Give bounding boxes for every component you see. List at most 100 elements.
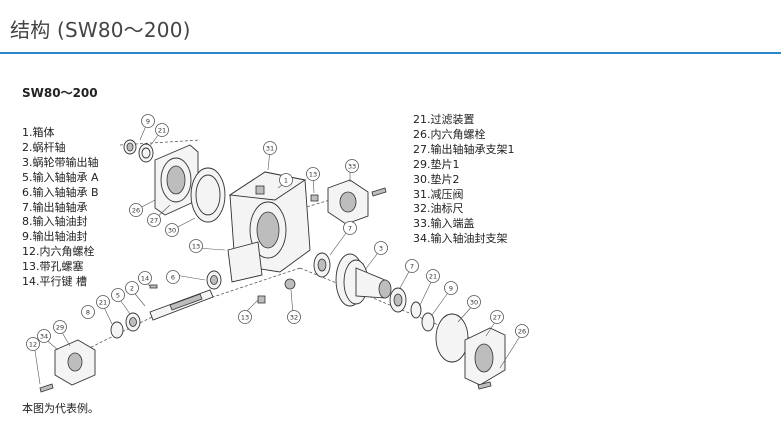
- legend-item: 3.蜗轮带输出轴: [22, 155, 99, 169]
- legend-item: 8.输入轴油封: [22, 215, 88, 229]
- legend-item: 5.输入轴轴承 A: [22, 170, 99, 184]
- diagram-subtitle: SW80～200: [22, 86, 98, 100]
- callout-21: 21: [155, 123, 169, 137]
- svg-text:30: 30: [168, 227, 176, 235]
- svg-text:21: 21: [158, 127, 166, 135]
- legend-item: 30.垫片2: [413, 172, 460, 186]
- callout-21-right: 21: [426, 269, 440, 283]
- plug-13-bottom: [257, 295, 266, 304]
- bolt-12: [371, 187, 387, 197]
- key-14: [149, 284, 158, 289]
- callout-29: 29: [53, 320, 67, 334]
- worm-wheel-3: [335, 253, 392, 307]
- svg-text:13: 13: [309, 171, 317, 179]
- callout-27-right: 27: [490, 310, 504, 324]
- svg-text:7: 7: [348, 225, 352, 233]
- callout-7-left: 7: [343, 221, 357, 235]
- callout-13-top: 13: [306, 167, 320, 181]
- callout-26: 26: [129, 203, 143, 217]
- svg-text:1: 1: [284, 177, 288, 185]
- svg-text:21: 21: [99, 299, 107, 307]
- input-cover-33: [327, 179, 369, 225]
- legend-item: 31.减压阀: [413, 187, 464, 201]
- svg-text:14: 14: [141, 275, 149, 283]
- legend-item: 32.油标尺: [413, 202, 464, 216]
- callout-13-mid: 13: [189, 239, 203, 253]
- svg-text:7: 7: [410, 263, 414, 271]
- input-seal-support-34: [54, 339, 96, 386]
- legend-item: 26.内六角螺栓: [413, 127, 486, 141]
- svg-text:27: 27: [150, 217, 158, 225]
- parts-legend-left: 1.箱体 2.蜗杆轴 3.蜗轮带输出轴 5.输入轴轴承 A 6.输入轴轴承 B …: [22, 126, 99, 290]
- legend-item: 13.带孔螺塞: [22, 260, 84, 274]
- svg-text:32: 32: [290, 314, 298, 322]
- filter-21: [138, 143, 154, 163]
- legend-item: 2.蜗杆轴: [22, 140, 66, 154]
- callout-31: 31: [263, 141, 277, 155]
- callout-34: 34: [37, 329, 51, 343]
- legend-item: 1.箱体: [22, 126, 55, 139]
- svg-text:29: 29: [56, 324, 64, 332]
- svg-text:34: 34: [40, 333, 48, 341]
- legend-item: 21.过滤装置: [413, 113, 475, 126]
- svg-text:13: 13: [192, 243, 200, 251]
- callout-9: 9: [141, 114, 155, 128]
- callout-7-right: 7: [405, 259, 419, 273]
- housing-1: [227, 171, 311, 283]
- callout-27: 27: [147, 213, 161, 227]
- callout-8: 8: [81, 305, 95, 319]
- legend-item: 29.垫片1: [413, 157, 460, 171]
- input-seal-8: [110, 321, 124, 339]
- callout-21-input: 21: [96, 295, 110, 309]
- callout-1: 1: [279, 173, 293, 187]
- svg-text:9: 9: [449, 285, 453, 293]
- svg-text:30: 30: [470, 299, 478, 307]
- callout-30-right: 30: [467, 295, 481, 309]
- legend-item: 6.输入轴轴承 B: [22, 185, 99, 199]
- svg-text:9: 9: [146, 118, 150, 126]
- callout-2: 2: [125, 281, 139, 295]
- svg-text:13: 13: [241, 314, 249, 322]
- svg-text:8: 8: [86, 309, 90, 317]
- figure-caption: 本图为代表例。: [22, 402, 99, 415]
- output-bearing-7-left: [313, 252, 331, 278]
- shim-30: [190, 167, 226, 223]
- input-bearing-5: [125, 312, 141, 332]
- oil-seal-9: [123, 139, 137, 155]
- svg-text:2: 2: [130, 285, 134, 293]
- title-divider: [0, 52, 781, 54]
- callout-6: 6: [166, 270, 180, 284]
- legend-item: 34.输入轴油封支架: [413, 232, 508, 246]
- svg-text:3: 3: [379, 245, 383, 253]
- callout-33: 33: [345, 159, 359, 173]
- axis-line: [119, 139, 471, 339]
- svg-text:26: 26: [132, 207, 140, 215]
- callout-32: 32: [287, 310, 301, 324]
- bearing-bracket-27: [154, 144, 199, 216]
- svg-text:31: 31: [266, 145, 274, 153]
- callout-3: 3: [374, 241, 388, 255]
- svg-text:12: 12: [29, 341, 37, 349]
- legend-item: 12.内六角螺栓: [22, 245, 95, 259]
- callout-30: 30: [165, 223, 179, 237]
- shim-30-right: [435, 313, 469, 363]
- legend-item: 7.输出轴轴承: [22, 200, 88, 214]
- plug-13-top: [310, 194, 319, 202]
- legend-item: 9.输出轴油封: [22, 230, 88, 244]
- svg-text:33: 33: [348, 163, 356, 171]
- exploded-view-diagram: 9 21 26 27 30 31 1 13 33 7 3 6 14 2 5 21…: [26, 114, 529, 393]
- oil-seal-9-right: [421, 312, 435, 332]
- callout-14: 14: [138, 271, 152, 285]
- dipstick-32: [284, 278, 296, 290]
- legend-item: 14.平行键 槽: [22, 275, 87, 289]
- page-title: 结构 (SW80～200): [10, 18, 191, 42]
- svg-text:26: 26: [518, 328, 526, 336]
- callout-12: 12: [26, 337, 40, 351]
- svg-text:5: 5: [116, 292, 120, 300]
- legend-item: 33.输入端盖: [413, 217, 475, 231]
- bearing-bracket-27-right: [464, 327, 506, 386]
- callout-13-bottom: 13: [238, 310, 252, 324]
- svg-text:21: 21: [429, 273, 437, 281]
- input-bearing-6: [206, 270, 222, 290]
- svg-text:6: 6: [171, 274, 175, 282]
